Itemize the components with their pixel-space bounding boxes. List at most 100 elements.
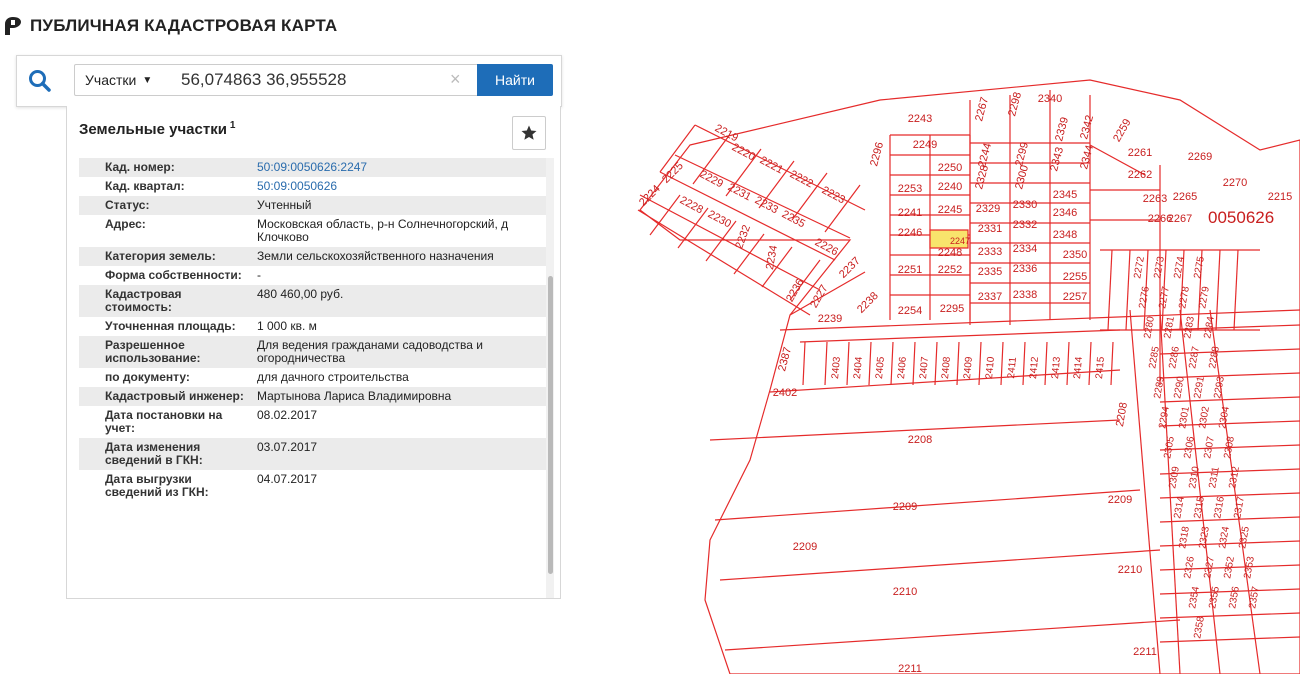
attribute-key: Кадастровый инженер: <box>105 389 244 403</box>
parcel-label: 2246 <box>898 227 922 239</box>
attribute-value: 08.02.2017 <box>257 408 318 422</box>
attribute-value[interactable]: 50:09:0050626:2247 <box>251 158 547 177</box>
attribute-key: Адрес: <box>105 217 146 231</box>
parcel-label: 2304 <box>1217 405 1232 429</box>
attribute-link[interactable]: 50:09:0050626:2247 <box>257 160 368 174</box>
attribute-row: по документу:для дачного строительства <box>79 368 547 387</box>
parcel-boundary <box>692 136 729 185</box>
parcel-label: 2352 <box>1222 555 1237 579</box>
attribute-value: 04.07.2017 <box>257 472 318 486</box>
parcel-label: 2276 <box>1137 285 1152 309</box>
search-type-label: Участки <box>85 72 137 88</box>
attribute-value: Московская область, р-н Солнечногорский,… <box>257 217 509 244</box>
parcel-label: 2235 <box>780 208 807 230</box>
parcel-label: 2308 <box>1222 435 1237 459</box>
parcel-label: 2290 <box>1172 375 1187 399</box>
attribute-value: Учтенный <box>257 198 312 212</box>
parcel-label: 2241 <box>898 207 922 219</box>
parcel-label: 2315 <box>1192 495 1207 519</box>
parcel-label: 2355 <box>1207 585 1222 609</box>
parcel-boundary <box>714 489 1141 521</box>
parcel-label: 2263 <box>1143 193 1167 205</box>
search-type-select[interactable]: Участки ▼ <box>74 64 170 96</box>
parcel-label: 2266 <box>1148 213 1172 225</box>
parcel-boundary <box>1215 249 1221 331</box>
parcel-label: 2267 <box>973 96 991 123</box>
parcel-boundary <box>1110 341 1114 386</box>
parcel-label: 2328 <box>973 164 991 191</box>
scrollbar-thumb[interactable] <box>548 276 553 574</box>
attribute-value: Для ведения гражданами садоводства и ого… <box>257 338 483 365</box>
parcel-label: 2255 <box>1063 271 1087 283</box>
selected-parcel[interactable] <box>929 229 969 249</box>
parcel-boundary <box>912 341 916 386</box>
parcel-label: 2413 <box>1050 356 1063 380</box>
parcel-label: 2335 <box>978 266 1002 278</box>
attribute-row: Форма собственности:- <box>79 266 547 285</box>
parcel-label: 2229 <box>698 168 725 190</box>
parcel-label: 2225 <box>660 160 686 186</box>
attribute-row: Дата постановки на учет: 08.02.2017 <box>79 406 547 438</box>
parcel-boundary <box>1159 420 1300 427</box>
parcel-label: 2348 <box>1053 229 1077 241</box>
favorite-button[interactable] <box>512 116 546 150</box>
parcel-label: 2222 <box>788 168 815 190</box>
attribute-key: Категория земель: <box>105 249 216 263</box>
parcel-label: 2251 <box>898 264 922 276</box>
attribute-row: Кадастровая стоимость:480 460,00 руб. <box>79 285 547 317</box>
search-icon[interactable] <box>27 68 53 94</box>
parcel-boundary <box>1089 144 1146 176</box>
parcel-boundary <box>978 341 982 386</box>
parcel-boundary <box>674 154 851 239</box>
parcel-label: 2227 <box>808 283 831 310</box>
parcel-label: 2274 <box>1172 255 1187 279</box>
parcel-boundary <box>719 549 1161 581</box>
parcel-boundary <box>1125 249 1131 331</box>
parcel-label: 2252 <box>938 264 962 276</box>
attribute-key: Форма собственности: <box>105 268 242 282</box>
parcel-label: 2403 <box>830 356 843 380</box>
parcel-label: 2302 <box>1197 405 1212 429</box>
parcel-label: 2281 <box>1162 315 1177 339</box>
parcel-label: 2285 <box>1147 345 1162 369</box>
search-input[interactable] <box>169 64 478 96</box>
attribute-key: Кад. номер: <box>105 160 175 174</box>
parcel-boundary <box>779 309 1300 331</box>
parcel-label: 2307 <box>1202 435 1217 459</box>
parcel-label: 2358 <box>1192 615 1207 639</box>
parcel-boundary <box>1159 372 1300 379</box>
parcel-label: 2309 <box>1167 465 1182 489</box>
parcel-boundary <box>1159 588 1300 595</box>
result-count: 1 <box>229 120 236 131</box>
parcel-label: 2209 <box>1108 494 1132 506</box>
parcel-label: 2253 <box>898 183 922 195</box>
parcel-label: 2329 <box>976 203 1000 215</box>
parcel-boundary <box>694 124 866 211</box>
parcel-label: 2261 <box>1128 147 1152 159</box>
pkk-logo-icon <box>5 17 21 35</box>
panel-title-text: Земельные участки <box>79 121 227 138</box>
attribute-key: Дата постановки на учет: <box>105 408 223 435</box>
attribute-value[interactable]: 50:09:0050626 <box>251 177 547 196</box>
parcel-label: 2316 <box>1212 495 1227 519</box>
attribute-link[interactable]: 50:09:0050626 <box>257 179 338 193</box>
parcel-label: 2345 <box>1053 189 1077 201</box>
parcel-label: 2357 <box>1247 585 1262 609</box>
parcel-label: 2324 <box>1217 525 1232 549</box>
parcel-label: 2332 <box>1013 219 1037 231</box>
parcel-label: 2338 <box>1013 289 1037 301</box>
clear-icon[interactable]: × <box>450 69 461 89</box>
parcel-boundary <box>1129 309 1161 674</box>
parcel-boundary <box>659 171 836 261</box>
parcel-label: 2353 <box>1242 555 1257 579</box>
attribute-key: Уточненная площадь: <box>105 319 236 333</box>
parcel-boundary <box>1159 564 1300 571</box>
find-button[interactable]: Найти <box>477 64 553 96</box>
parcel-label: 2259 <box>1111 117 1134 144</box>
parcel-boundary <box>1143 249 1149 331</box>
parcel-boundary <box>1159 348 1300 355</box>
